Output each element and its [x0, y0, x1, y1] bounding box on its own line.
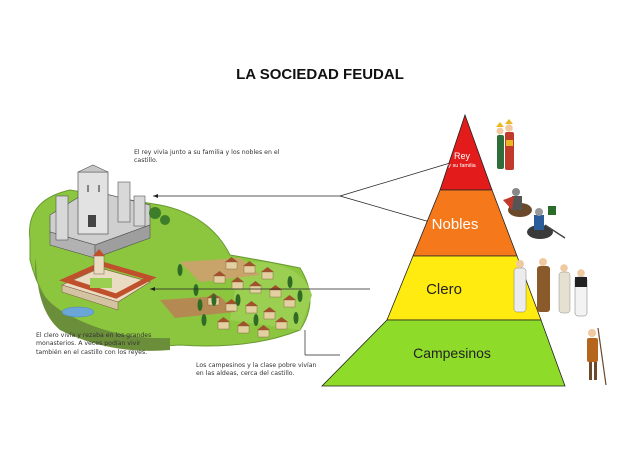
village-house	[261, 267, 274, 280]
village-tree	[253, 314, 259, 326]
tier-king-label: Rey	[454, 151, 471, 161]
village-tree	[235, 294, 241, 306]
village-tree	[211, 294, 217, 306]
village-house	[245, 301, 258, 314]
tier-clergy-label: Clero	[426, 281, 462, 298]
village-tree	[293, 312, 299, 324]
village-house	[243, 261, 256, 274]
tier-peasants-label: Campesinos	[413, 345, 491, 361]
king-queen-figures	[496, 119, 514, 170]
social-pyramid: Rey y su familia Nobles Clero Campesinos	[321, 113, 566, 387]
village-house	[283, 295, 296, 308]
village-tree	[201, 314, 207, 326]
village-tree	[287, 276, 293, 288]
tier-king-sublabel: y su familia	[448, 163, 476, 169]
knight-figures	[503, 188, 566, 239]
castle-note: El rey vivía junto a su familia y los no…	[134, 149, 280, 165]
castle-arrowhead	[153, 194, 158, 198]
village-house	[249, 281, 262, 294]
village-house	[217, 317, 230, 330]
connector-arrows	[150, 159, 461, 356]
village-house	[225, 257, 238, 270]
village-house	[263, 307, 276, 320]
village-tree	[197, 299, 203, 311]
village-tree	[297, 290, 303, 302]
village-house	[225, 299, 238, 312]
village-house	[237, 321, 250, 334]
tier-peasants	[321, 319, 566, 387]
village-house	[213, 271, 226, 284]
village-house	[275, 317, 288, 330]
village-tree	[193, 284, 199, 296]
clergy-figures	[513, 258, 588, 317]
village-tree	[177, 264, 183, 276]
tier-nobles-label: Nobles	[432, 216, 479, 233]
monastery-illustration	[58, 249, 157, 318]
village-illustration	[160, 257, 303, 338]
village-house	[257, 325, 270, 338]
clergy-note: El clero vivía y rezaba en los grandes m…	[36, 332, 152, 356]
page-title: LA SOCIEDAD FEUDAL	[236, 66, 404, 83]
peasants-note: Los campesinos y la clase pobre vivían e…	[196, 362, 317, 378]
peasant-figure	[587, 327, 607, 386]
